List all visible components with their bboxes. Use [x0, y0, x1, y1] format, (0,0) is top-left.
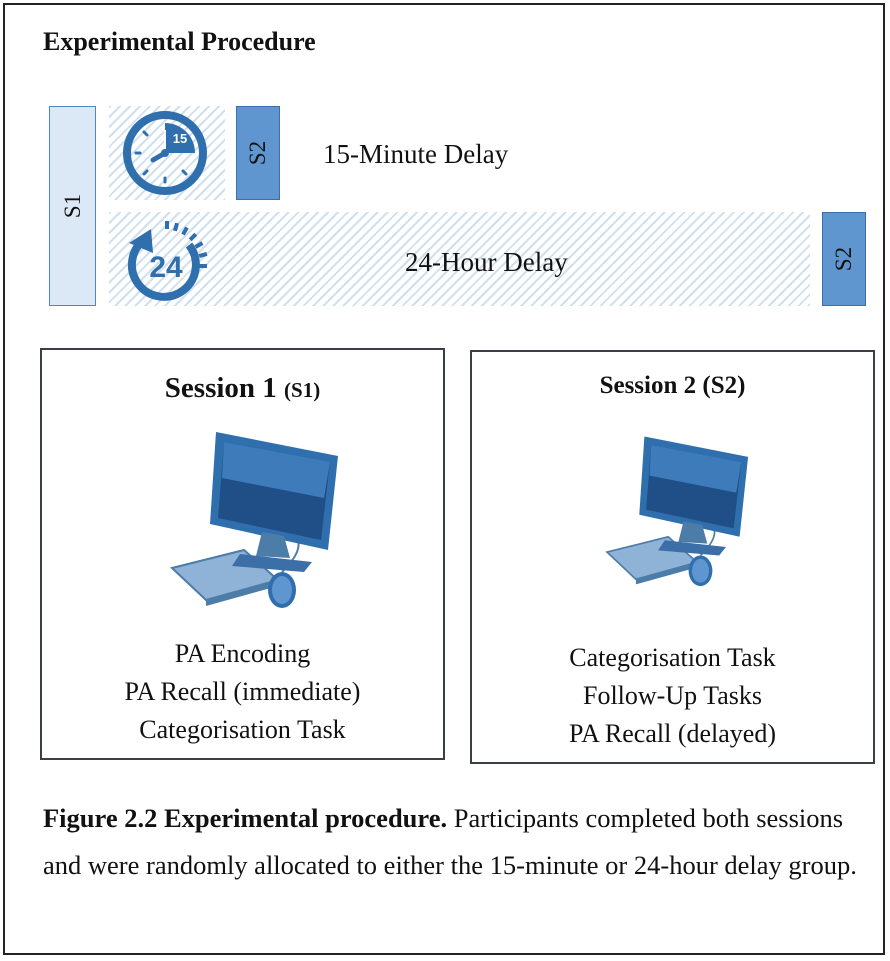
- session-2-title-suffix: (S2): [702, 372, 746, 399]
- figure-frame: Experimental Procedure S1 15 S2 15-Minut…: [3, 3, 885, 955]
- session-2-task-list: Categorisation Task Follow-Up Tasks PA R…: [472, 639, 873, 753]
- clock-15-icon: 15: [123, 111, 207, 195]
- s2-label-15: S2: [245, 140, 270, 166]
- figure-heading: Experimental Procedure: [43, 27, 316, 56]
- session-2-title: Session 2 (S2): [472, 372, 873, 400]
- session-2-task: Categorisation Task: [569, 643, 776, 672]
- clock-24-number: 24: [149, 251, 183, 284]
- clock-15-number: 15: [173, 131, 187, 146]
- delay-24-label: 24-Hour Delay: [405, 247, 568, 277]
- session-2-task: Follow-Up Tasks: [583, 681, 762, 710]
- caption-title: Figure 2.2 Experimental procedure.: [43, 803, 448, 833]
- session-1-task-list: PA Encoding PA Recall (immediate) Catego…: [42, 635, 443, 749]
- delay-24-hatch: [109, 212, 810, 306]
- session-1-title: Session 1 (S1): [42, 372, 443, 405]
- delay-15-label: 15-Minute Delay: [323, 139, 509, 169]
- clock-24-icon: 24: [127, 221, 208, 301]
- caption-text: Participants completed both sessions and…: [43, 803, 857, 880]
- s2-box-15: S2: [236, 106, 280, 200]
- session-1-task: PA Encoding: [174, 639, 311, 668]
- session-1-title-main: Session 1: [164, 372, 277, 404]
- session-1-title-suffix: (S1): [284, 378, 321, 402]
- session-1-panel: Session 1 (S1) PA Encoding PA Recall (im…: [40, 348, 445, 760]
- figure-caption: Figure 2.2 Experimental procedure. Parti…: [43, 795, 863, 889]
- session-1-task: Categorisation Task: [139, 715, 346, 744]
- s1-box: S1: [49, 106, 96, 306]
- computer-icon: [169, 432, 338, 608]
- s2-box-24: S2: [822, 212, 866, 306]
- s2-label-24: S2: [831, 246, 856, 272]
- session-2-title-main: Session 2: [599, 372, 697, 399]
- session-2-task: PA Recall (delayed): [569, 719, 776, 748]
- s1-label: S1: [59, 193, 85, 219]
- session-1-task: PA Recall (immediate): [124, 677, 361, 706]
- session-2-panel: Session 2 (S2) Categorisation Task Follo…: [470, 350, 875, 764]
- computer-icon: [605, 436, 749, 587]
